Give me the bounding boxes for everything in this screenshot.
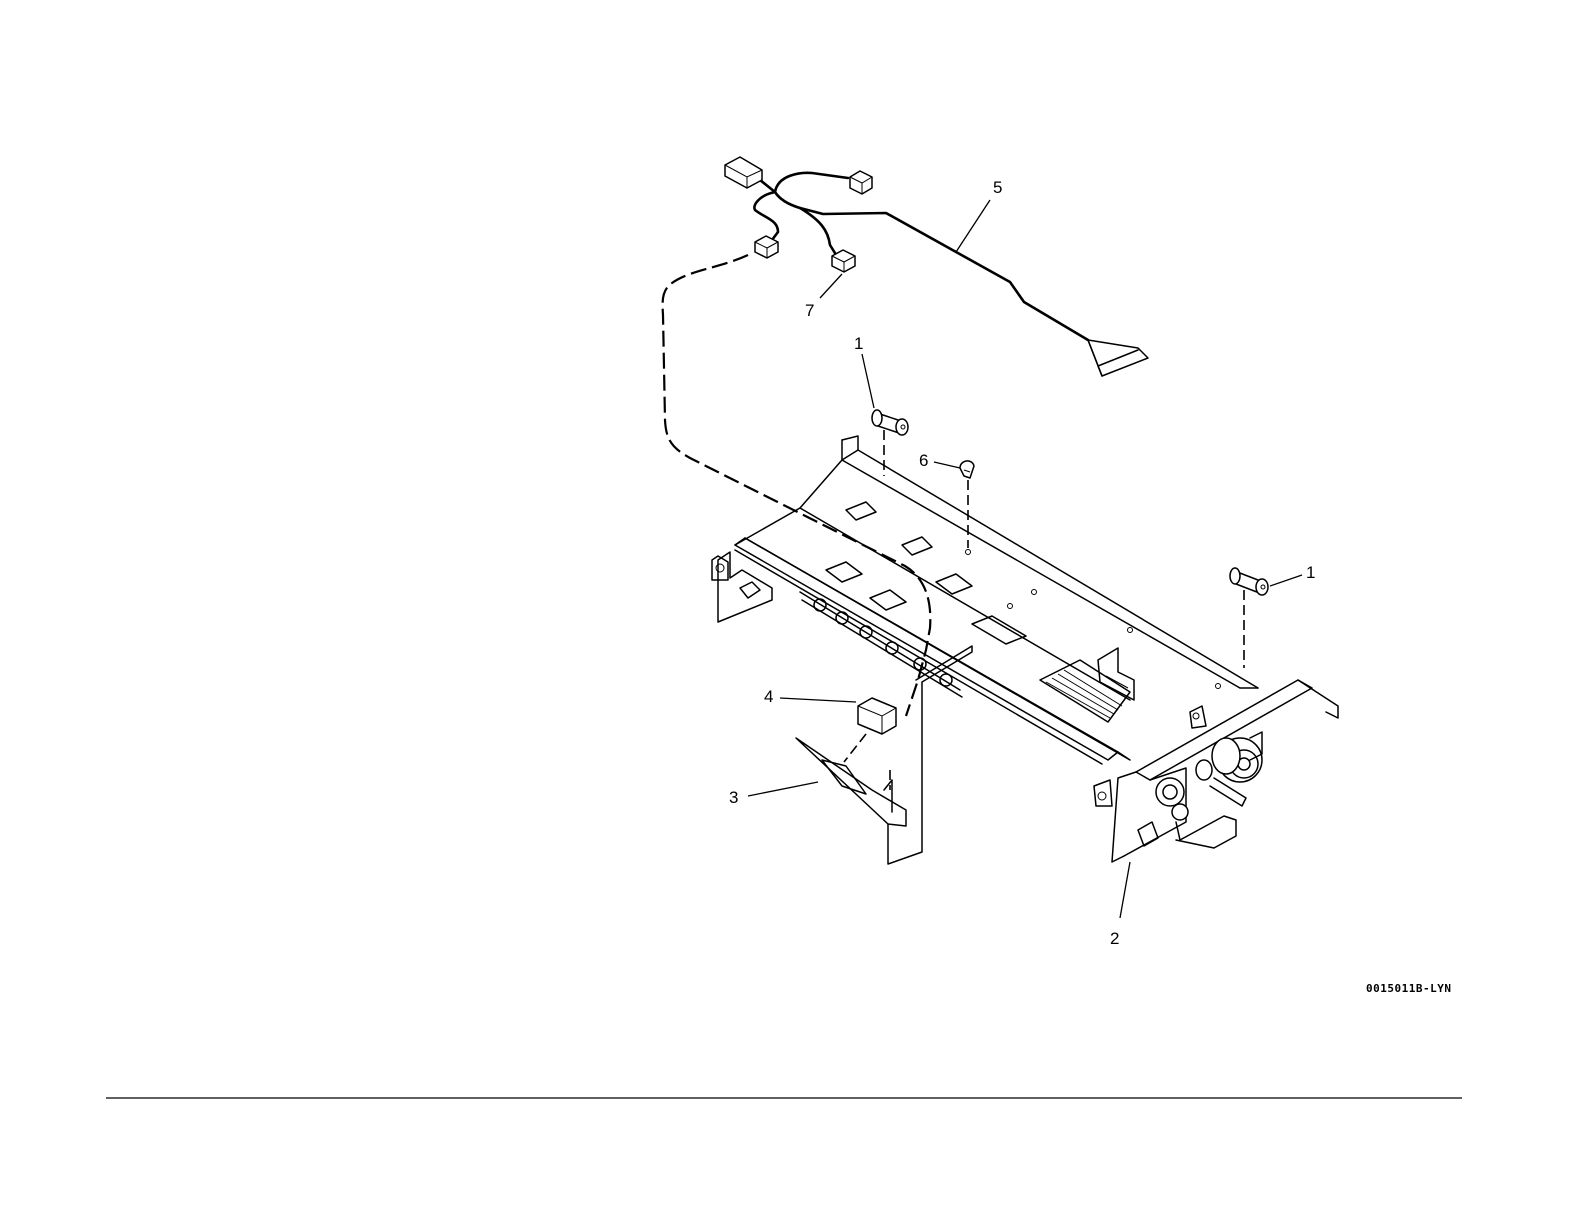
callout-1-right: 1	[1306, 563, 1315, 582]
leader-4	[780, 698, 856, 702]
wire-harness	[663, 157, 1148, 716]
leader-1a	[862, 354, 874, 408]
callout-6: 6	[919, 451, 928, 470]
callout-4: 4	[764, 687, 773, 706]
callout-5: 5	[993, 178, 1002, 197]
cable-clamp-block	[844, 698, 896, 762]
leader-2	[1120, 862, 1130, 918]
harness-connector	[725, 157, 762, 188]
harness-connector-7	[832, 250, 855, 272]
frame-assembly	[712, 436, 1338, 862]
ribbon-cable-end	[1088, 340, 1148, 376]
leader-5	[956, 200, 990, 252]
idler-gear	[1156, 778, 1188, 820]
figure-id: 0015011B-LYN	[1366, 982, 1451, 995]
leader-6	[934, 462, 960, 468]
callout-3: 3	[729, 788, 738, 807]
spacer-pin	[1230, 568, 1268, 668]
harness-connector	[850, 171, 872, 194]
leader-3	[748, 782, 818, 796]
callout-7: 7	[805, 301, 814, 320]
harness-connector	[755, 236, 778, 258]
callout-2: 2	[1110, 929, 1119, 948]
bracket-plate	[796, 646, 972, 864]
leader-1b	[1270, 575, 1302, 586]
spacer-pin	[872, 410, 908, 476]
leader-7	[820, 274, 842, 298]
callout-1-top: 1	[854, 334, 863, 353]
